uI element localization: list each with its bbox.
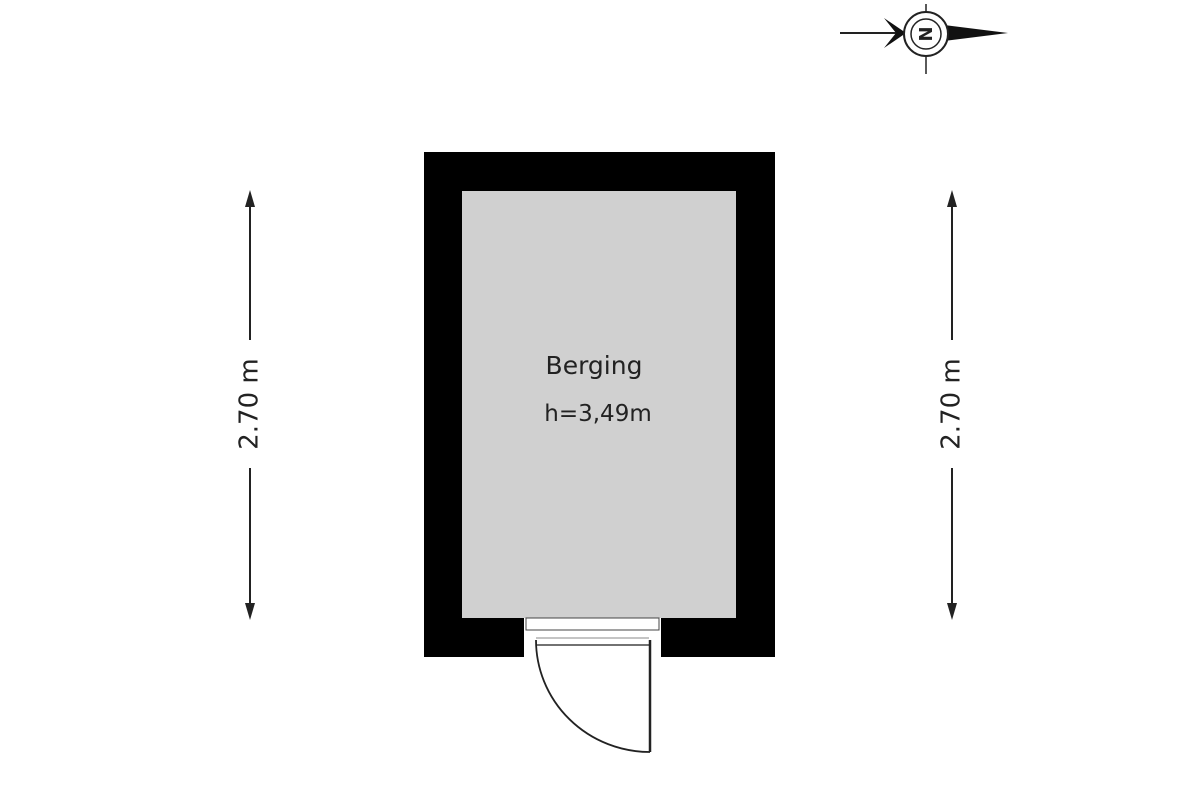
arrow-up-icon — [245, 190, 255, 207]
compass-icon: N — [840, 4, 1008, 74]
arrow-down-icon — [245, 603, 255, 620]
arrow-down-icon — [947, 603, 957, 620]
door-swing — [535, 639, 652, 753]
room-floor — [462, 191, 736, 618]
left-dimension-label: 2.70 m — [235, 358, 265, 449]
left-dimension: 2.70 m — [235, 190, 265, 620]
right-dimension-label: 2.70 m — [937, 358, 967, 449]
arrow-up-icon — [947, 190, 957, 207]
right-dimension: 2.70 m — [937, 190, 967, 620]
room-name: Berging — [546, 351, 643, 380]
room-height: h=3,49m — [544, 401, 651, 427]
door-threshold — [525, 617, 660, 646]
compass-letter: N — [914, 26, 935, 41]
